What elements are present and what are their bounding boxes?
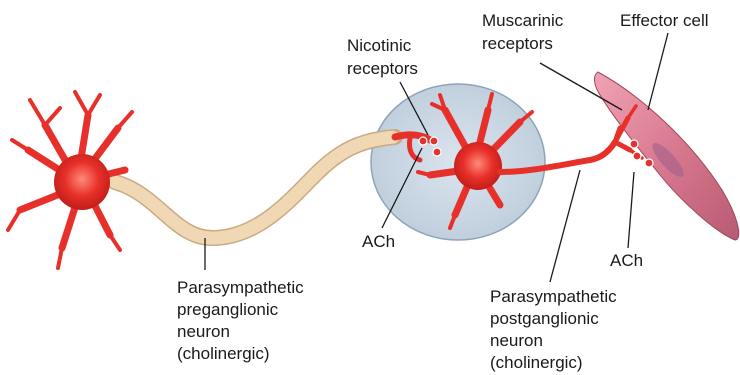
- preganglionic-axon: [115, 137, 395, 238]
- label-postganglionic-line2: postganglionic: [490, 309, 599, 328]
- label-preganglionic-line1: Parasympathetic: [177, 278, 304, 297]
- leader-postganglionic: [550, 170, 580, 282]
- effector-cell: [594, 72, 738, 240]
- leader-ach-right: [628, 172, 634, 248]
- label-postganglionic-line1: Parasympathetic: [490, 287, 617, 306]
- label-muscarinic-line1: Muscarinic: [482, 11, 564, 30]
- leader-effector: [648, 33, 668, 110]
- label-postganglionic-line4: (cholinergic): [490, 353, 583, 372]
- label-preganglionic-line2: preganglionic: [177, 300, 279, 319]
- label-preganglionic-line3: neuron: [177, 322, 230, 341]
- label-preganglionic-line4: (cholinergic): [177, 344, 270, 363]
- label-muscarinic-line2: receptors: [482, 34, 553, 53]
- label-postganglionic-line3: neuron: [490, 331, 543, 350]
- label-nicotinic-line2: receptors: [347, 59, 418, 78]
- label-ach-left: ACh: [362, 232, 395, 251]
- label-effector-cell: Effector cell: [620, 11, 709, 30]
- label-nicotinic-line1: Nicotinic: [347, 36, 412, 55]
- label-ach-right: ACh: [610, 251, 643, 270]
